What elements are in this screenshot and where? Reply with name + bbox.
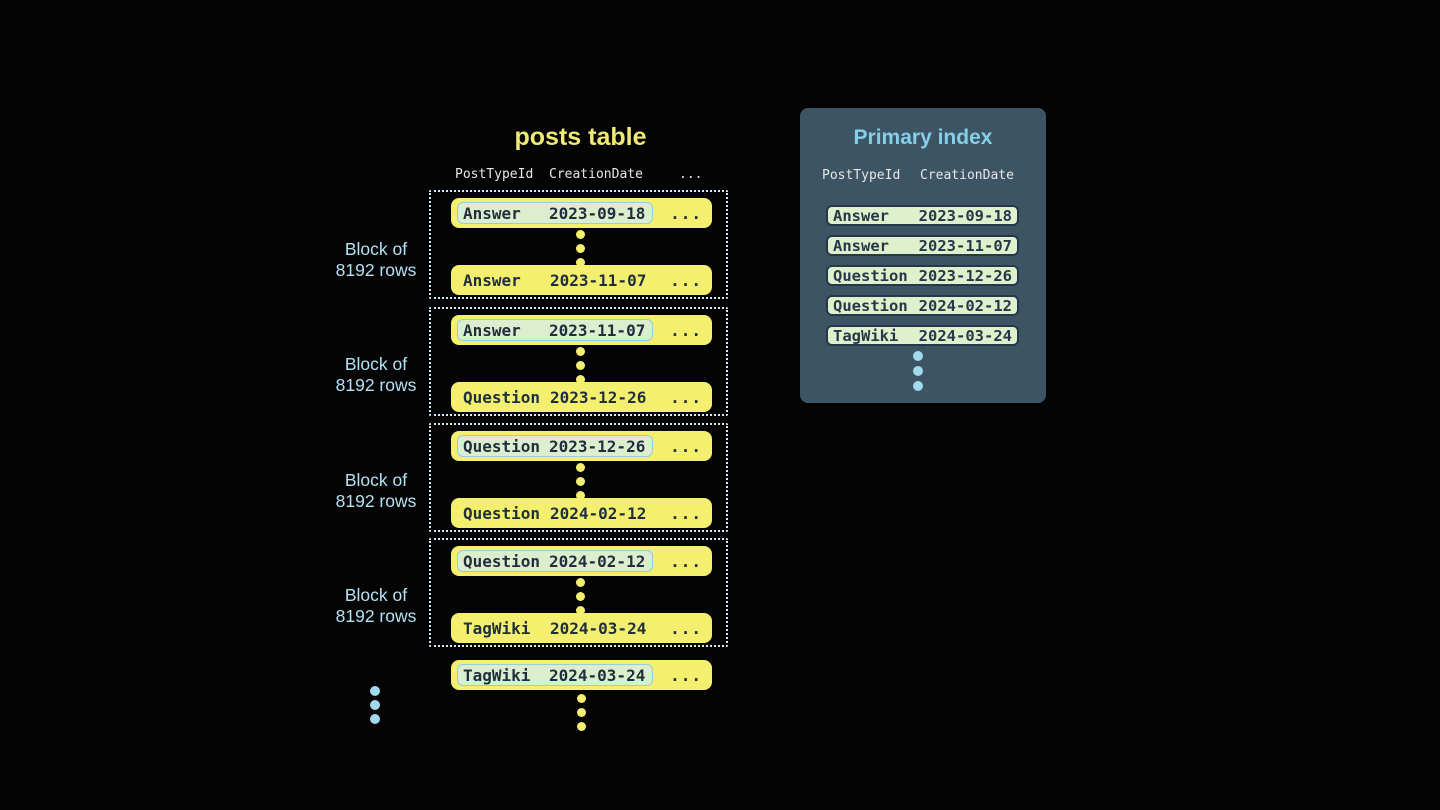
- indexed-entry-badge: Answer 2023-09-18: [457, 202, 653, 224]
- indexed-entry-badge: Answer 2023-11-07: [457, 319, 653, 341]
- block-label-line2: 8192 rows: [335, 491, 417, 511]
- posttypeid-cell: TagWiki: [463, 618, 531, 638]
- posts-column-header-more: ...: [679, 167, 703, 182]
- row-more-columns: ...: [670, 503, 702, 523]
- creationdate-cell: 2023-11-07: [549, 320, 646, 340]
- table-row: TagWiki 2024-03-24 ...: [451, 613, 712, 643]
- creationdate-cell: 2024-02-12: [550, 503, 647, 523]
- row-block-2: Answer 2023-11-07 ... Question 2023-12-2…: [429, 307, 728, 416]
- row-more-columns: ...: [670, 436, 702, 456]
- creationdate-cell: 2024-02-12: [549, 551, 646, 571]
- creationdate-cell: 2024-03-24: [550, 618, 647, 638]
- block-label-2: Block of 8192 rows: [316, 354, 436, 396]
- posttypeid-cell: Answer: [833, 206, 889, 225]
- posttypeid-cell: Answer: [463, 320, 521, 340]
- index-entry: TagWiki 2024-03-24: [826, 325, 1019, 346]
- posttypeid-cell: Answer: [463, 270, 521, 290]
- table-row: TagWiki 2024-03-24 ...: [451, 660, 712, 690]
- posts-table-title: posts table: [514, 123, 647, 151]
- posts-column-header-creationdate: CreationDate: [549, 167, 643, 182]
- table-row: Answer 2023-11-07 ...: [451, 265, 712, 295]
- posts-column-header-posttypeid: PostTypeId: [455, 167, 534, 182]
- ellipsis-dots-vertical: [576, 230, 585, 267]
- table-row: Question 2023-12-26 ...: [451, 382, 712, 412]
- row-block-1: Answer 2023-09-18 ... Answer 2023-11-07 …: [429, 190, 728, 299]
- creationdate-cell: 2023-12-26: [918, 266, 1012, 285]
- more-blocks-dots-vertical: [370, 686, 380, 724]
- ellipsis-dots-vertical: [576, 347, 585, 384]
- posttypeid-cell: Question: [463, 436, 541, 456]
- creationdate-cell: 2023-12-26: [549, 436, 646, 456]
- posttypeid-cell: Question: [833, 296, 908, 315]
- creationdate-cell: 2023-11-07: [550, 270, 647, 290]
- creationdate-cell: 2024-02-12: [918, 296, 1012, 315]
- index-column-header-creationdate: CreationDate: [920, 168, 1014, 183]
- row-more-columns: ...: [670, 387, 702, 407]
- row-more-columns: ...: [670, 270, 702, 290]
- creationdate-cell: 2024-03-24: [549, 665, 646, 685]
- ellipsis-dots-vertical: [576, 578, 585, 615]
- ellipsis-dots-vertical: [577, 694, 586, 731]
- index-column-header-posttypeid: PostTypeId: [822, 168, 901, 183]
- posttypeid-cell: TagWiki: [463, 665, 531, 685]
- primary-index-title: Primary index: [853, 126, 993, 149]
- posttypeid-cell: TagWiki: [833, 326, 899, 345]
- block-label-3: Block of 8192 rows: [316, 470, 436, 512]
- ellipsis-dots-vertical: [913, 351, 923, 391]
- posttypeid-cell: Answer: [833, 236, 889, 255]
- block-label-line2: 8192 rows: [335, 375, 417, 395]
- posttypeid-cell: Question: [463, 551, 541, 571]
- posttypeid-cell: Question: [833, 266, 908, 285]
- posttypeid-cell: Answer: [463, 203, 521, 223]
- block-label-line1: Block of: [344, 470, 408, 490]
- index-entry: Answer 2023-11-07: [826, 235, 1019, 256]
- row-more-columns: ...: [670, 203, 702, 223]
- block-label-1: Block of 8192 rows: [316, 239, 436, 281]
- creationdate-cell: 2023-09-18: [918, 206, 1012, 225]
- creationdate-cell: 2024-03-24: [918, 326, 1012, 345]
- posttypeid-cell: Question: [463, 503, 541, 523]
- block-label-line2: 8192 rows: [335, 260, 417, 280]
- indexed-entry-badge: Question 2023-12-26: [457, 435, 653, 457]
- indexed-entry-badge: TagWiki 2024-03-24: [457, 664, 653, 686]
- index-entry: Answer 2023-09-18: [826, 205, 1019, 226]
- table-row: Question 2023-12-26 ...: [451, 431, 712, 461]
- block-label-line1: Block of: [344, 354, 408, 374]
- row-more-columns: ...: [670, 551, 702, 571]
- ellipsis-dots-vertical: [576, 463, 585, 500]
- row-more-columns: ...: [670, 618, 702, 638]
- creationdate-cell: 2023-12-26: [550, 387, 647, 407]
- table-row: Question 2024-02-12 ...: [451, 498, 712, 528]
- row-block-3: Question 2023-12-26 ... Question 2024-02…: [429, 423, 728, 532]
- creationdate-cell: 2023-09-18: [549, 203, 646, 223]
- block-label-4: Block of 8192 rows: [316, 585, 436, 627]
- row-block-4: Question 2024-02-12 ... TagWiki 2024-03-…: [429, 538, 728, 647]
- indexed-entry-badge: Question 2024-02-12: [457, 550, 653, 572]
- index-entry: Question 2024-02-12: [826, 295, 1019, 316]
- table-row: Question 2024-02-12 ...: [451, 546, 712, 576]
- row-more-columns: ...: [670, 665, 702, 685]
- table-row: Answer 2023-09-18 ...: [451, 198, 712, 228]
- index-entry: Question 2023-12-26: [826, 265, 1019, 286]
- creationdate-cell: 2023-11-07: [918, 236, 1012, 255]
- block-label-line1: Block of: [344, 585, 408, 605]
- block-label-line2: 8192 rows: [335, 606, 417, 626]
- table-row: Answer 2023-11-07 ...: [451, 315, 712, 345]
- posttypeid-cell: Question: [463, 387, 541, 407]
- primary-index-panel: Primary index PostTypeId CreationDate An…: [800, 108, 1046, 403]
- row-more-columns: ...: [670, 320, 702, 340]
- block-label-line1: Block of: [344, 239, 408, 259]
